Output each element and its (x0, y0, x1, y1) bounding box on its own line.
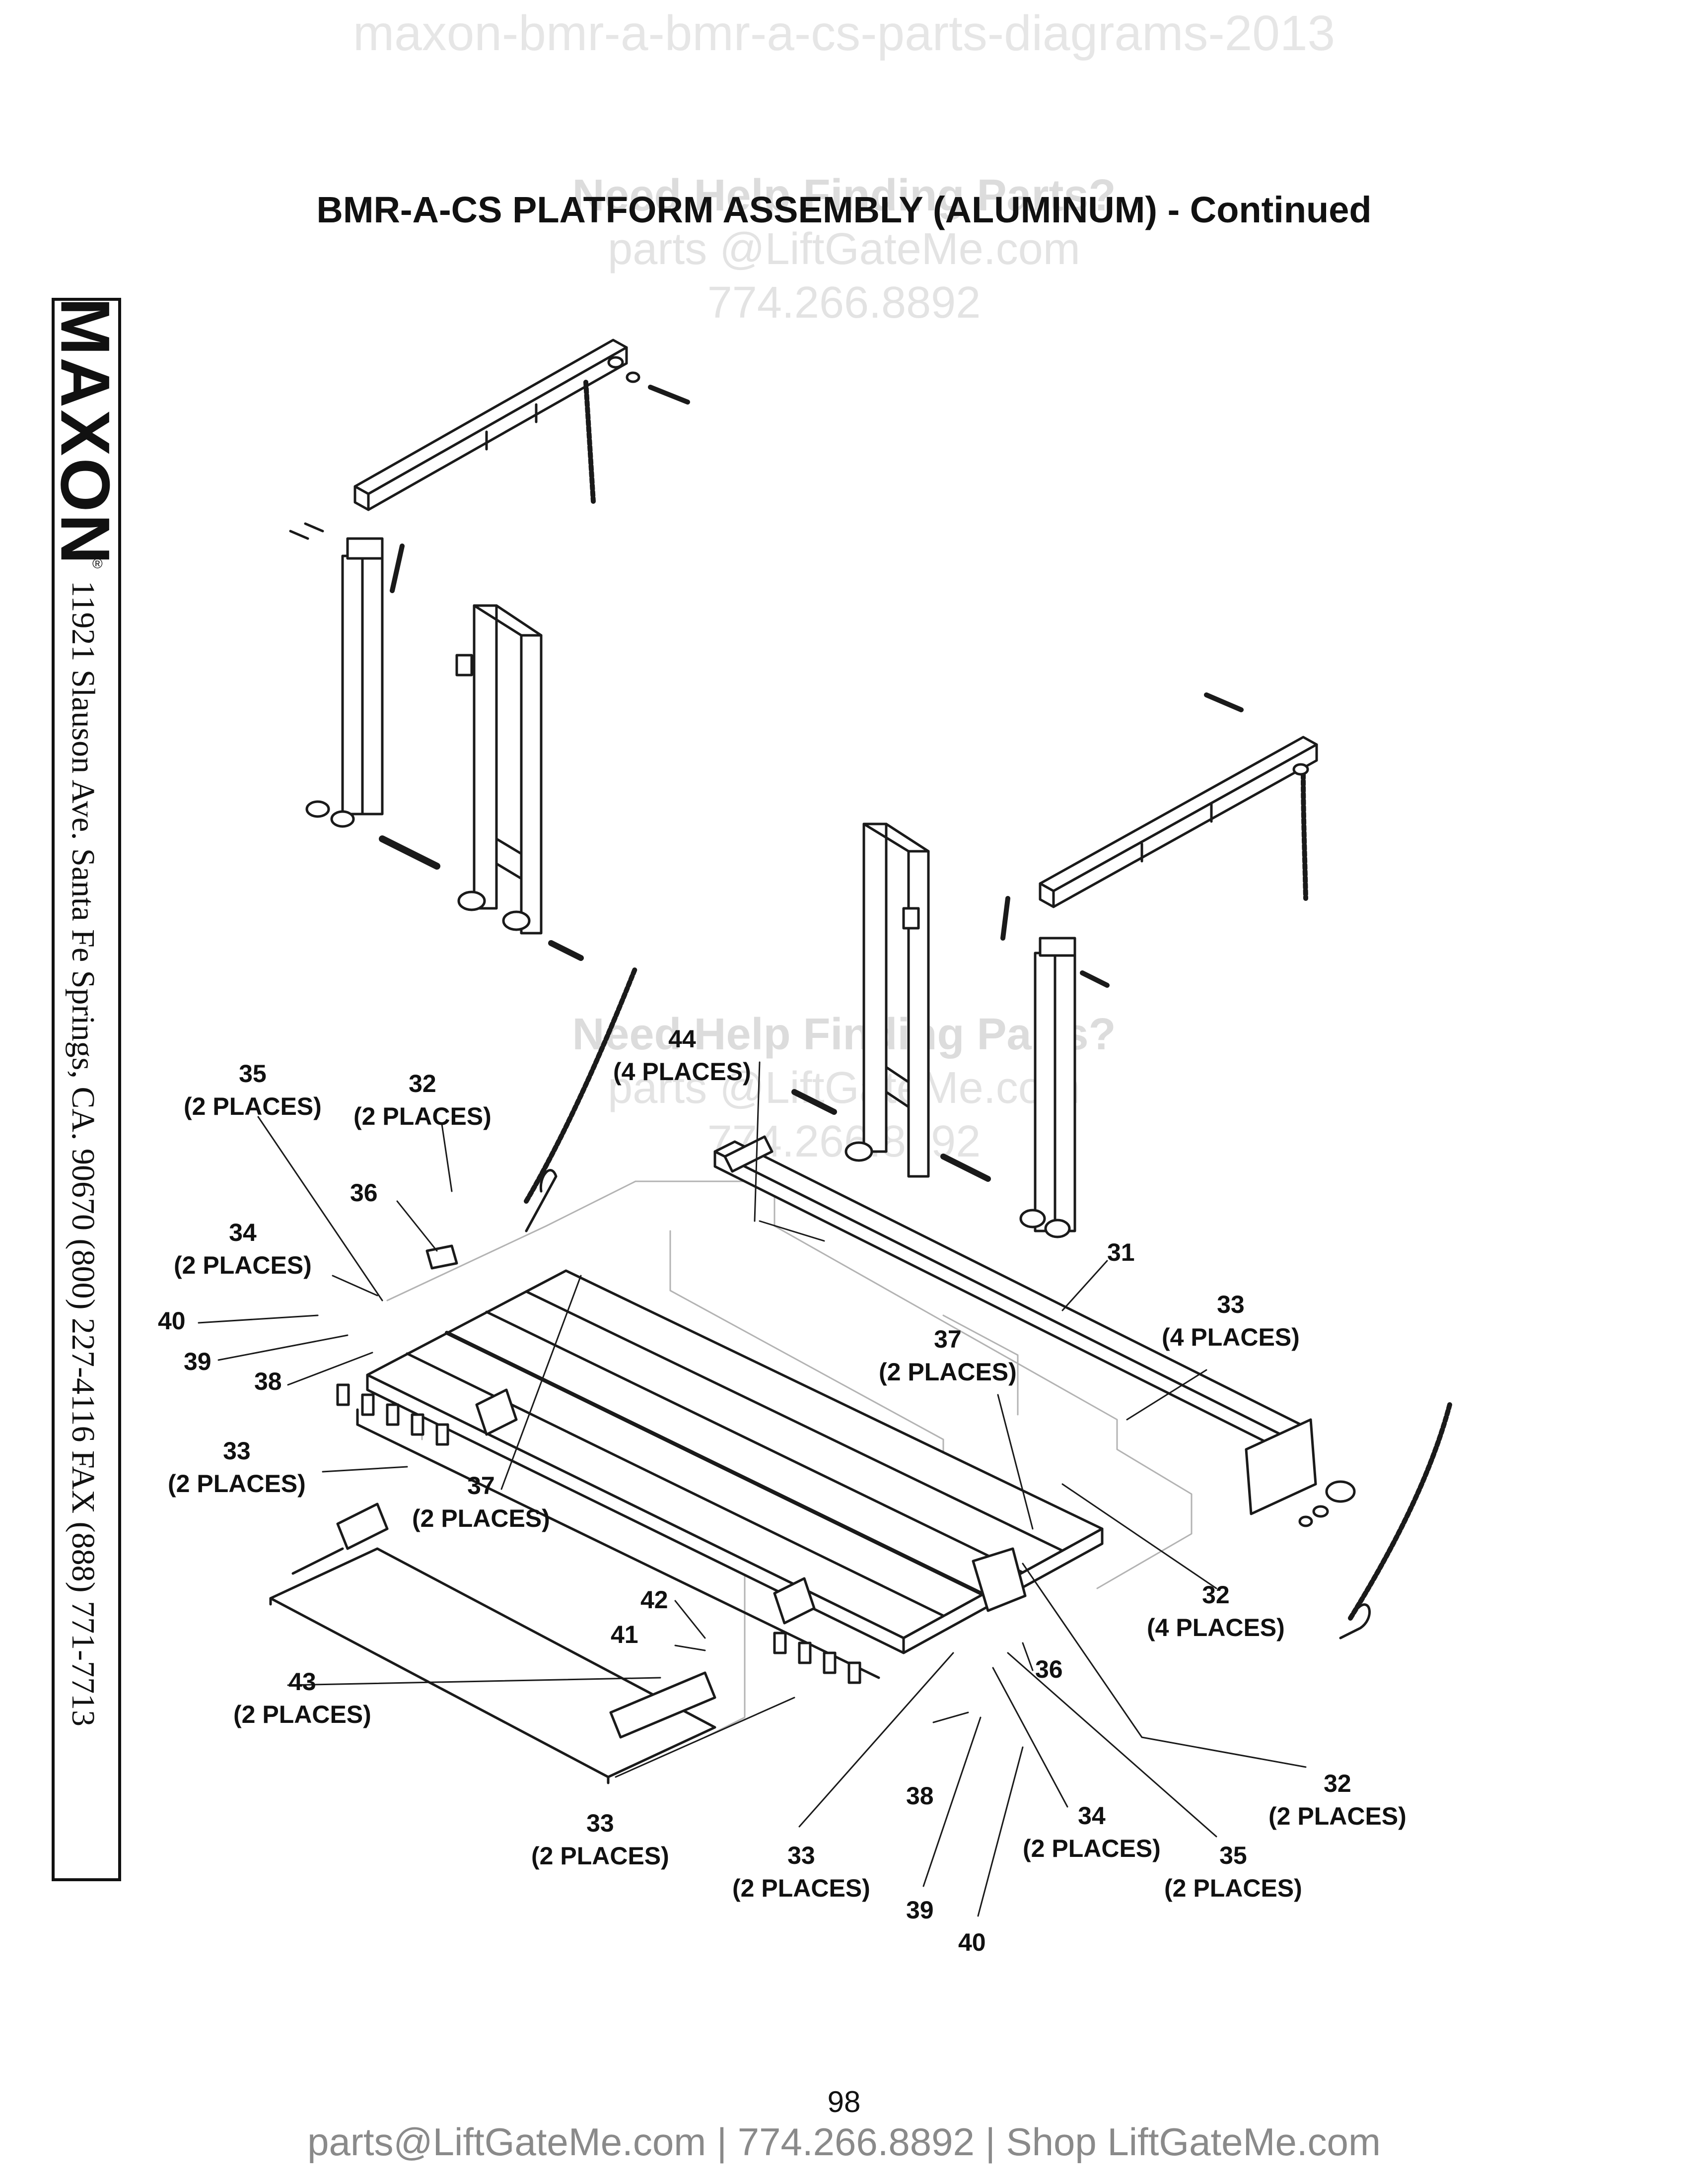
callout-number: 33 (1217, 1291, 1245, 1318)
callout-qty: (4 PLACES) (613, 1058, 751, 1086)
callout-qty: (2 PLACES) (732, 1874, 870, 1902)
callout-qty: (2 PLACES) (233, 1701, 371, 1728)
page-title: BMR-A-CS PLATFORM ASSEMBLY (ALUMINUM) - … (316, 189, 1372, 230)
callout-qty: (2 PLACES) (412, 1504, 550, 1532)
callout-number: 32 (409, 1070, 436, 1097)
callout-32-bottom: 32 (2 PLACES) (1268, 1767, 1407, 1833)
callout-qty: (2 PLACES) (1164, 1874, 1302, 1902)
callout-number: 37 (934, 1325, 962, 1353)
leader-lines (198, 1061, 1307, 1917)
callout-number: 39 (906, 1896, 934, 1924)
callout-39-left: 39 (184, 1345, 211, 1378)
callout-33-right-top: 33 (4 PLACES) (1162, 1288, 1300, 1354)
callout-36-left: 36 (350, 1176, 378, 1209)
callout-38-right: 38 (906, 1779, 934, 1812)
callout-number: 33 (223, 1437, 251, 1465)
callout-33-bottom-left: 33 (2 PLACES) (531, 1807, 669, 1872)
watermark-upper: Need Help Finding Parts? parts @LiftGate… (546, 169, 1142, 330)
callout-35-left: 35 (2 PLACES) (184, 1057, 322, 1123)
platform-hinge-tabs (336, 1383, 861, 1684)
callout-number: 34 (1078, 1802, 1106, 1830)
left-lift-chain (583, 380, 596, 504)
callout-39-right: 39 (906, 1894, 934, 1926)
callout-qty: (2 PLACES) (168, 1470, 306, 1498)
right-outer-column (1000, 896, 1110, 1238)
registered-mark: ® (92, 556, 103, 571)
callout-32-right: 32 (4 PLACES) (1147, 1578, 1285, 1644)
callout-number: 37 (467, 1472, 495, 1500)
right-roller-assembly (1298, 1480, 1356, 1527)
right-lift-chain (1301, 772, 1308, 901)
right-pin-parts (1204, 692, 1309, 776)
callout-42: 42 (640, 1583, 668, 1616)
callout-qty: (2 PLACES) (184, 1092, 322, 1120)
watermark-upper-email: parts @LiftGateMe.com (608, 224, 1080, 274)
callout-number: 42 (640, 1586, 668, 1614)
right-top-crossbar (1039, 736, 1318, 908)
right-inner-column (791, 822, 991, 1182)
callout-number: 36 (1035, 1655, 1063, 1683)
callout-qty: (4 PLACES) (1147, 1614, 1285, 1641)
left-outer-column (289, 522, 440, 870)
watermark-center-heading: Need Help Finding Parts? (572, 1010, 1116, 1059)
callout-31: 31 (1107, 1236, 1135, 1269)
platform-side-rail-31 (713, 1135, 1317, 1515)
callout-number: 31 (1107, 1238, 1135, 1266)
platform-bracket-36 (425, 1244, 1027, 1612)
callout-number: 32 (1202, 1581, 1230, 1609)
callout-number: 38 (906, 1782, 934, 1810)
callout-number: 32 (1324, 1770, 1351, 1797)
footer-contact: parts@LiftGateMe.com | 774.266.8892 | Sh… (307, 2120, 1381, 2164)
callout-qty: (2 PLACES) (1023, 1835, 1161, 1862)
sidebar-frame (52, 298, 121, 1881)
callout-40-left: 40 (158, 1304, 186, 1337)
callout-36-right: 36 (1035, 1653, 1063, 1686)
callout-32-left: 32 (2 PLACES) (353, 1067, 492, 1133)
callout-43: 43 (2 PLACES) (233, 1665, 371, 1731)
callout-number: 36 (350, 1179, 378, 1207)
callout-qty: (2 PLACES) (174, 1251, 312, 1279)
left-inner-column (455, 604, 584, 961)
chains-and-shackles (524, 965, 1452, 1639)
callout-number: 38 (254, 1367, 282, 1395)
callout-37-right: 37 (2 PLACES) (879, 1323, 1017, 1388)
callout-33-bottom-center: 33 (2 PLACES) (732, 1839, 870, 1905)
callout-number: 35 (1219, 1842, 1247, 1869)
callout-number: 40 (158, 1307, 186, 1335)
callout-number: 35 (239, 1060, 267, 1088)
callout-number: 33 (787, 1842, 815, 1869)
callout-qty: (2 PLACES) (531, 1842, 669, 1870)
callout-number: 39 (184, 1348, 211, 1375)
callout-number: 44 (668, 1025, 696, 1053)
callout-37-left: 37 (2 PLACES) (412, 1469, 550, 1535)
callout-number: 43 (288, 1668, 316, 1696)
callout-40-right: 40 (958, 1926, 986, 1959)
callout-number: 34 (229, 1219, 257, 1246)
callout-35-right: 35 (2 PLACES) (1164, 1839, 1302, 1905)
callout-44: 44 (4 PLACES) (613, 1023, 751, 1088)
callout-41: 41 (611, 1618, 638, 1651)
callout-number: 33 (586, 1809, 614, 1837)
callout-number: 40 (958, 1928, 986, 1956)
callout-34-left: 34 (2 PLACES) (174, 1216, 312, 1282)
callout-qty: (4 PLACES) (1162, 1323, 1300, 1351)
left-pin-parts (390, 356, 690, 593)
callout-qty: (2 PLACES) (879, 1358, 1017, 1386)
watermark-upper-heading: Need Help Finding Parts? (572, 171, 1116, 220)
callout-34-right: 34 (2 PLACES) (1023, 1799, 1161, 1865)
callout-qty: (2 PLACES) (1268, 1802, 1407, 1830)
left-top-crossbar (353, 339, 628, 511)
ramp-flip-plate (269, 1502, 716, 1784)
page-number: 98 (827, 2085, 861, 2118)
callout-38-left: 38 (254, 1365, 282, 1398)
watermark-center: Need Help Finding Parts? parts @LiftGate… (546, 1008, 1142, 1168)
callout-number: 41 (611, 1621, 638, 1648)
watermark-upper-phone: 774.266.8892 (707, 278, 981, 328)
watermark-center-email: parts @LiftGateMe.com (608, 1063, 1080, 1113)
callout-33-left: 33 (2 PLACES) (168, 1434, 306, 1500)
callout-qty: (2 PLACES) (353, 1102, 492, 1130)
watermark-filename: maxon-bmr-a-bmr-a-cs-parts-diagrams-2013 (352, 5, 1336, 61)
